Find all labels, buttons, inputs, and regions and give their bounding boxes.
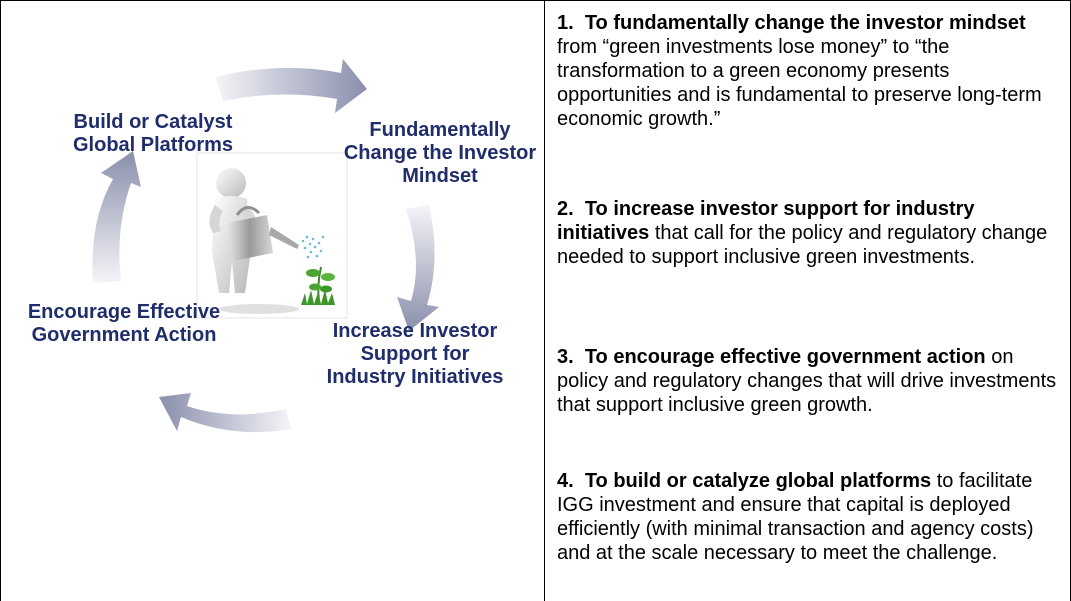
label-build-platforms: Build or Catalyst Global Platforms [63,111,243,157]
label-line: Increase Investor [332,320,498,342]
label-line: Encourage Effective [27,301,221,323]
cycle-diagram: Build or Catalyst Global Platforms Funda… [1,1,544,601]
cycle-arrow-right [397,205,439,331]
cycle-arrow-left [92,151,141,283]
label-line: Fundamentally [369,119,511,141]
objective-text: that call for the policy and regulatory … [557,222,1048,268]
label-encourage-government: Encourage Effective Government Action [9,301,239,347]
objective-heading: To increase investor support for industr… [557,198,975,244]
label-line: Government Action [31,324,217,346]
objective-number: 4. [557,470,574,492]
person-watering-plant-icon [196,152,348,319]
objective-heading: To fundamentally change the investor min… [584,12,1026,34]
label-change-mindset: Fundamentally Change the Investor Mindse… [335,119,545,188]
objective-number: 3. [557,346,574,368]
column-divider [544,0,545,601]
cycle-arrow-top [216,59,367,113]
label-line: Global Platforms [72,134,234,156]
objective-item: 1. To fundamentally change the investor … [557,11,1062,131]
objective-text: on policy and regulatory changes that wi… [557,346,1057,416]
label-line: Industry Initiatives [326,366,504,388]
objective-number: 2. [557,198,574,220]
objective-number: 1. [557,12,574,34]
objective-item: 4. To build or catalyze global platforms… [557,469,1062,565]
label-line: Build or Catalyst [73,111,233,133]
objective-text: to facilitate IGG investment and ensure … [557,470,1034,564]
cycle-arrow-bottom [159,393,291,433]
label-line: Mindset [402,165,478,187]
label-line: Change the Investor [343,142,537,164]
objective-text: from “green investments lose money” to “… [557,36,1042,130]
objective-heading: To build or catalyze global platforms [584,470,932,492]
objective-heading: To encourage effective government action [584,346,986,368]
objective-item: 3. To encourage effective government act… [557,345,1062,417]
label-increase-support: Increase Investor Support for Industry I… [295,320,535,389]
objective-item: 2. To increase investor support for indu… [557,197,1062,269]
label-line: Support for [360,343,470,365]
cycle-arrows [92,59,439,433]
